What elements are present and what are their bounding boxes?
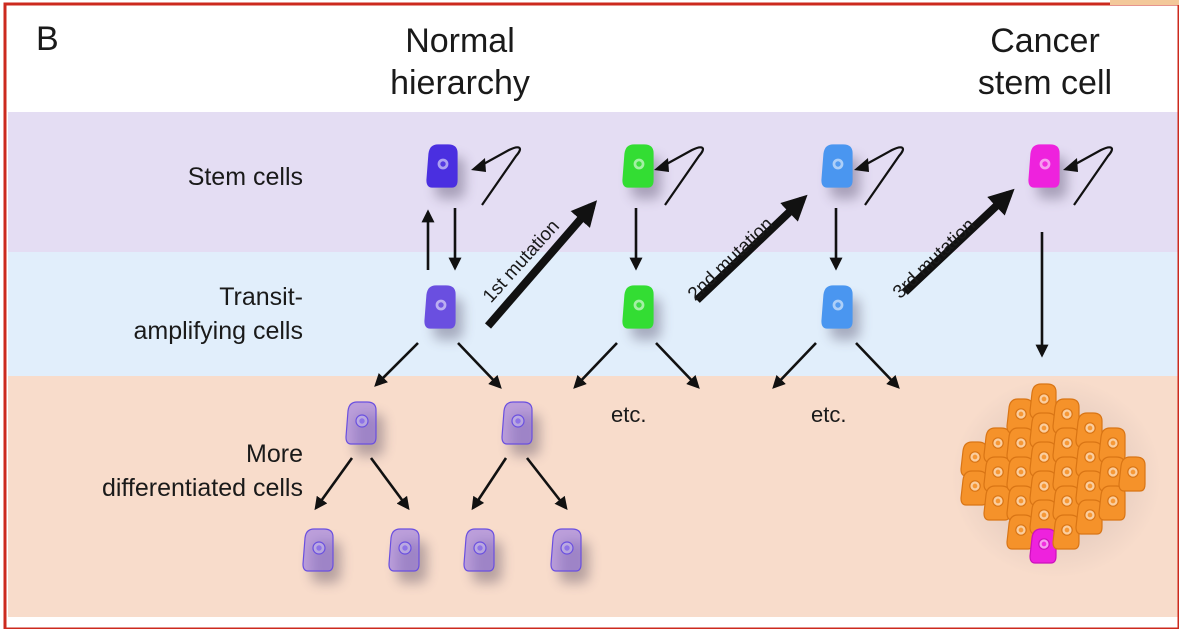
tumor-cluster	[951, 378, 1161, 578]
stem-cell-mutation-2	[821, 144, 860, 199]
arrow-blue-split-left	[772, 342, 817, 389]
tumor-cell	[1098, 485, 1126, 521]
transit-band	[8, 252, 1179, 376]
tumor-cell	[1029, 499, 1057, 535]
arrow-transit-to-diff-right	[457, 342, 502, 389]
differentiated-cell	[550, 528, 589, 583]
tumor-cell	[983, 427, 1011, 463]
tumor-cell	[960, 470, 988, 506]
tumor-cell	[1118, 456, 1146, 492]
tumor-cell	[983, 485, 1011, 521]
row-label-transit: Transit- amplifying cells	[40, 280, 303, 348]
self-renewal-icon	[862, 146, 905, 206]
arrow-mutation-1	[484, 200, 598, 329]
etc-label: etc.	[611, 402, 647, 427]
tumor-cell	[1075, 470, 1103, 506]
cells-layer	[302, 144, 1067, 583]
row-label-stem: Stem cells	[187, 163, 303, 191]
row-label-line: differentiated cells	[101, 474, 303, 502]
stem-cell-normal	[426, 144, 465, 199]
arrow-diff2-to-leaf3	[471, 457, 508, 511]
differentiated-cell	[302, 528, 341, 583]
transit-cell-normal	[424, 285, 463, 340]
tumor-cell	[1052, 427, 1080, 463]
cancer-stem-cell	[1028, 144, 1067, 199]
tumor-cell	[1075, 441, 1103, 477]
tumor-cancer-stem-cell	[1029, 528, 1057, 564]
row-label-line: amplifying cells	[133, 317, 303, 345]
self-renewal-arrowhead	[1063, 158, 1078, 172]
arrow-green-split-right	[655, 342, 700, 389]
tumor-cell	[1029, 441, 1057, 477]
header-line: hierarchy	[390, 64, 530, 102]
arrow-diff2-to-leaf4	[525, 457, 568, 511]
arrow-diff1-to-leaf2	[369, 457, 410, 511]
arrow-blue-split-right	[855, 342, 900, 389]
corner-tab	[1110, 0, 1179, 5]
self-renewal-arrowhead	[471, 158, 486, 172]
tumor-cell	[960, 441, 988, 477]
header-line: stem cell	[977, 64, 1113, 102]
row-label-line: Transit-	[219, 283, 303, 311]
arrow-transit-to-diff-left	[374, 342, 419, 387]
arrow-green-split-left	[573, 342, 618, 389]
tumor-cell	[1052, 514, 1080, 550]
tumor-cell	[1075, 412, 1103, 448]
tumor-cell	[1006, 398, 1034, 434]
differentiated-cell	[501, 401, 540, 456]
header-line: Cancer	[990, 22, 1100, 60]
tumor-cell	[1029, 412, 1057, 448]
tumor-cell	[1006, 514, 1034, 550]
arrow-mutation-3	[902, 188, 1015, 295]
row-label-differentiated: More differentiated cells	[40, 437, 303, 505]
normal-hierarchy-header: Normal hierarchy	[350, 20, 570, 104]
tumor-cell	[1098, 456, 1126, 492]
tumor-cell	[1075, 499, 1103, 535]
transit-cell-mutation-1	[622, 285, 661, 340]
self-renewal-icon	[1071, 146, 1114, 206]
header-line: Normal	[405, 22, 515, 60]
differentiated-cell	[388, 528, 427, 583]
stem-band	[8, 112, 1179, 252]
tumor-cell	[1029, 383, 1057, 419]
differentiated-cell	[463, 528, 502, 583]
etc-label: etc.	[811, 402, 847, 427]
stem-cell-mutation-1	[622, 144, 661, 199]
arrow-mutation-2	[694, 194, 808, 303]
differentiated-cell	[345, 401, 384, 456]
self-renewal-icon	[662, 146, 705, 206]
tumor-cell	[1006, 485, 1034, 521]
tumor-cell	[1098, 427, 1126, 463]
cancer-stem-cell-header: Cancer stem cell	[935, 20, 1155, 104]
panel-label: B	[36, 20, 59, 58]
transit-cell-mutation-2	[821, 285, 860, 340]
self-renewal-arrowhead	[854, 158, 869, 172]
arrow-diff1-to-leaf1	[314, 457, 354, 511]
row-label-line: More	[246, 440, 303, 468]
self-renewal-arrowhead	[654, 158, 669, 172]
frame-border	[3, 2, 1179, 629]
self-renewal-icon	[479, 146, 522, 206]
tumor-cell	[1006, 427, 1034, 463]
